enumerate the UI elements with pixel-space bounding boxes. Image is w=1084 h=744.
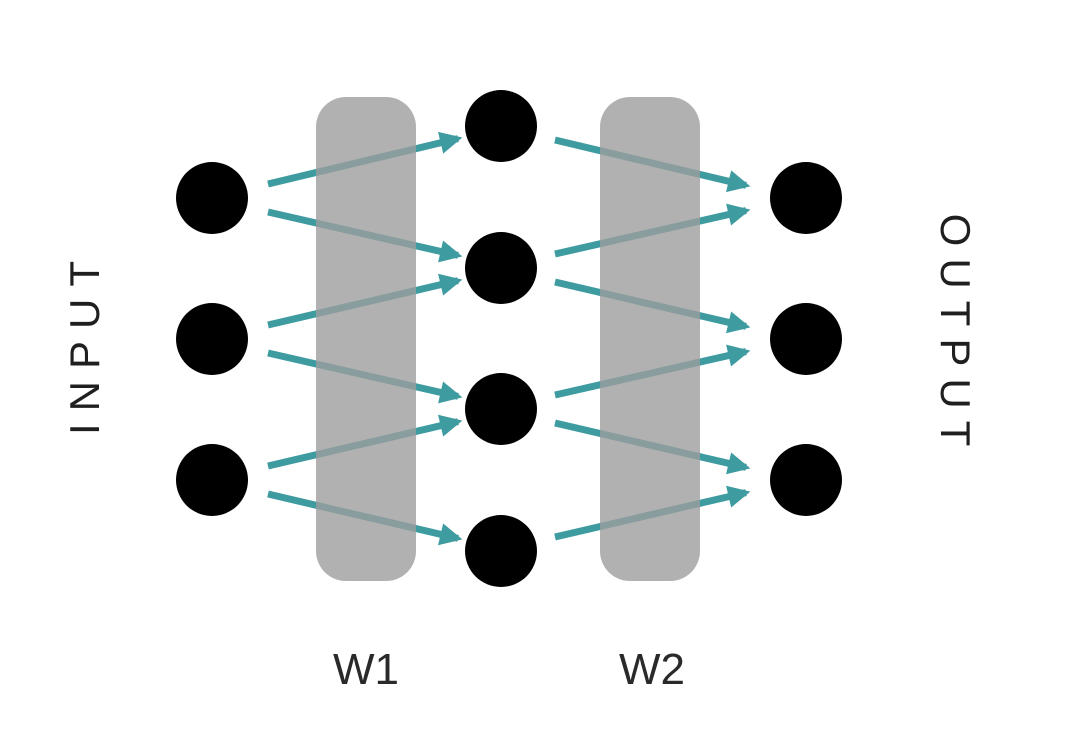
w2-label: W2: [619, 645, 685, 694]
hidden-node-1: [465, 90, 537, 162]
output-node-2: [770, 303, 842, 375]
input-node-3: [176, 444, 248, 516]
w1-band: [316, 97, 416, 581]
w2-band: [600, 97, 700, 581]
input-node-1: [176, 162, 248, 234]
hidden-node-2: [465, 232, 537, 304]
output-node-1: [770, 162, 842, 234]
hidden-node-3: [465, 373, 537, 445]
input-label: INPUT: [61, 249, 108, 435]
hidden-node-4: [465, 515, 537, 587]
input-node-2: [176, 303, 248, 375]
nodes-group: [176, 90, 842, 587]
output-label: OUTPUT: [932, 213, 979, 459]
weight-bands-group: [316, 97, 700, 581]
output-node-3: [770, 444, 842, 516]
w1-label: W1: [333, 645, 399, 694]
